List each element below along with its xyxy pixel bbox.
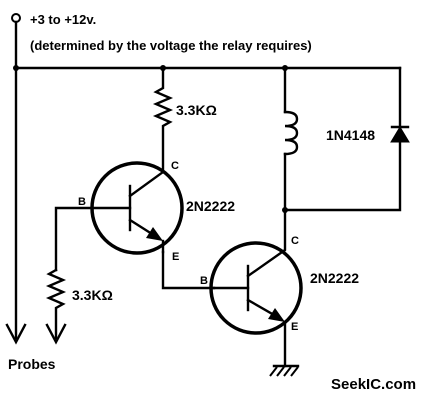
transistor-q1 [90,161,184,255]
resistor-top-value: 3.3KΩ [176,102,217,118]
diode-1n4148 [282,66,410,213]
transistor-q2 [209,208,303,368]
supply-voltage-label: +3 to +12v. [30,12,96,27]
probes-label: Probes [8,356,56,372]
q2-pin-collector: C [291,235,299,247]
q1-base-wire [54,206,94,272]
resistor-top [152,66,174,174]
q2-pin-emitter: E [291,321,298,333]
watermark-text: SeekIC.com [331,376,416,393]
ground-icon [269,364,300,377]
q1-part-label: 2N2222 [186,198,235,214]
q1-pin-base: B [78,196,86,208]
q1-emitter-to-q2-base-wire [161,250,216,290]
resistor-probe [45,268,67,345]
q2-part-label: 2N2222 [310,270,359,286]
diode-label: 1N4148 [326,127,375,143]
q2-pin-base: B [200,275,208,287]
relay-coil [283,66,299,212]
q1-pin-emitter: E [172,251,179,263]
supply-note-label: (determined by the voltage the relay req… [30,38,312,53]
resistor-probe-value: 3.3KΩ [72,287,113,303]
q1-pin-collector: C [171,160,179,172]
probe-lead-left [5,66,27,345]
